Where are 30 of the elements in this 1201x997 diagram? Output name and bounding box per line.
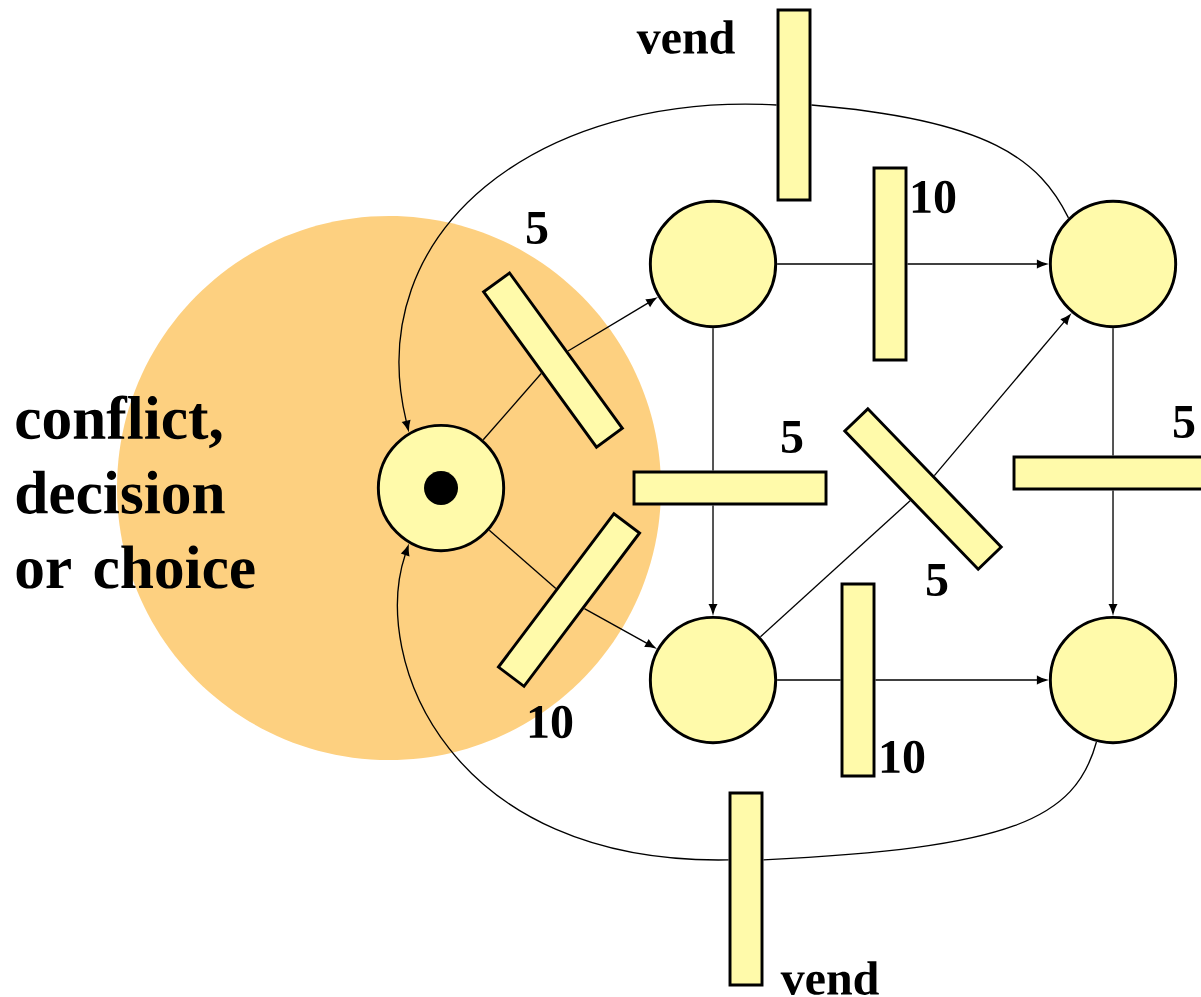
arrow	[874, 675, 1047, 685]
weight-label: 10	[881, 740, 925, 774]
transition-bar	[840, 582, 876, 778]
weight-label: 5	[1173, 406, 1195, 438]
weight-label: 10	[912, 180, 956, 214]
annotation-text: conflict, decision or choice	[16, 395, 255, 589]
place-circle	[1048, 199, 1178, 329]
transition-bar	[728, 791, 764, 987]
transition-bar	[872, 166, 908, 362]
arrow	[708, 504, 718, 614]
weight-label: 10	[529, 705, 573, 739]
place-circle	[1048, 615, 1178, 745]
weight-label: 5	[526, 212, 548, 244]
transition-label: vend	[636, 20, 735, 54]
place-circle	[648, 199, 778, 329]
transition-bar	[776, 8, 812, 202]
transition-bar	[1012, 455, 1201, 491]
arrow	[397, 545, 730, 861]
place-circle	[648, 615, 778, 745]
place-with-token	[376, 423, 506, 553]
arrow	[398, 104, 778, 431]
arrow	[906, 259, 1047, 269]
arrow	[1108, 489, 1118, 614]
weight-label: 5	[781, 421, 803, 453]
transition-bar	[632, 470, 828, 506]
arrow	[933, 314, 1071, 477]
weight-label: 5	[926, 564, 948, 596]
arrow	[567, 297, 657, 352]
transition-label: vend	[780, 961, 879, 995]
arrow	[583, 607, 656, 649]
